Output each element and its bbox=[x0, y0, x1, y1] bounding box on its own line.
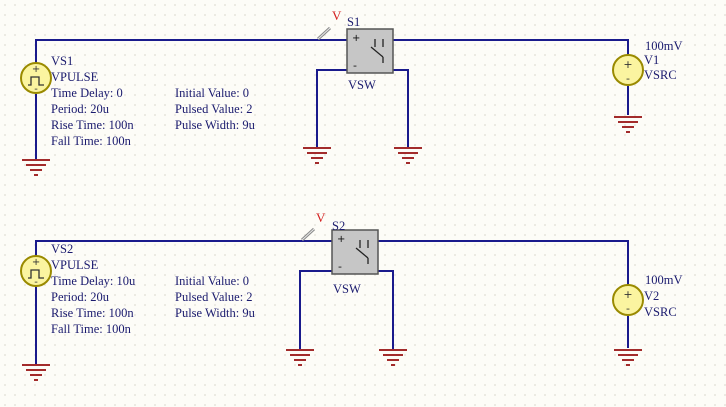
ground-symbol bbox=[378, 349, 408, 366]
switch-s2-symbol[interactable] bbox=[331, 229, 379, 275]
vs1-param: Period: 20u bbox=[51, 102, 110, 116]
ground-symbol bbox=[393, 147, 423, 164]
voltage-probe-icon[interactable] bbox=[300, 227, 316, 242]
vs2-param: Fall Time: 100n bbox=[51, 322, 132, 336]
ground-symbol bbox=[285, 349, 315, 366]
v1-value: 100mV bbox=[645, 39, 683, 53]
vs1-param: Rise Time: 100n bbox=[51, 118, 134, 132]
v2-designator: V2 bbox=[644, 289, 659, 303]
vs1-model: VPULSE bbox=[51, 70, 99, 84]
vs2-param: Period: 20u bbox=[51, 290, 110, 304]
ground-symbol bbox=[302, 147, 332, 164]
vs2-designator: VS2 bbox=[51, 242, 73, 256]
vs2-param: Initial Value: 0 bbox=[175, 274, 249, 288]
s1-designator: S1 bbox=[347, 15, 360, 29]
vs2-param: Pulsed Value: 2 bbox=[175, 290, 253, 304]
v2-model: VSRC bbox=[644, 305, 677, 319]
vs2-param: Rise Time: 100n bbox=[51, 306, 134, 320]
voltage-probe-icon[interactable] bbox=[316, 26, 332, 41]
s2-model: VSW bbox=[333, 282, 361, 296]
vs2-model: VPULSE bbox=[51, 258, 99, 272]
ground-symbol bbox=[21, 364, 51, 381]
vs1-param: Fall Time: 100n bbox=[51, 134, 132, 148]
vs1-param: Pulse Width: 9u bbox=[175, 118, 256, 132]
vs2-param: Pulse Width: 9u bbox=[175, 306, 256, 320]
pulse-source-vs2-symbol[interactable] bbox=[20, 255, 52, 289]
wires-circuit-1 bbox=[35, 39, 629, 160]
vs1-param: Pulsed Value: 2 bbox=[175, 102, 253, 116]
pulse-source-vs1-symbol[interactable] bbox=[20, 62, 52, 96]
v2-value: 100mV bbox=[645, 273, 683, 287]
circuit-1: VS1 VPULSE Time Delay: 0 Period: 20u Ris… bbox=[20, 8, 683, 176]
ground-symbol bbox=[613, 116, 643, 133]
s1-model: VSW bbox=[348, 78, 376, 92]
v1-model: VSRC bbox=[644, 68, 677, 82]
vs2-param: Time Delay: 10u bbox=[51, 274, 136, 288]
circuit-2: VS2 VPULSE Time Delay: 10u Period: 20u R… bbox=[20, 210, 683, 381]
vs1-param: Initial Value: 0 bbox=[175, 86, 249, 100]
v1-designator: V1 bbox=[644, 53, 659, 67]
vs1-param: Time Delay: 0 bbox=[51, 86, 123, 100]
s2-designator: S2 bbox=[332, 219, 345, 233]
dc-source-v1-symbol[interactable] bbox=[612, 54, 644, 86]
probe-label: V bbox=[332, 8, 342, 23]
ground-symbol bbox=[21, 159, 51, 176]
probe-label: V bbox=[316, 210, 326, 225]
switch-s1-symbol[interactable] bbox=[346, 28, 394, 74]
vs1-designator: VS1 bbox=[51, 54, 73, 68]
wires-circuit-2 bbox=[35, 240, 629, 365]
dc-source-v2-symbol[interactable] bbox=[612, 284, 644, 316]
ground-symbol bbox=[613, 349, 643, 366]
